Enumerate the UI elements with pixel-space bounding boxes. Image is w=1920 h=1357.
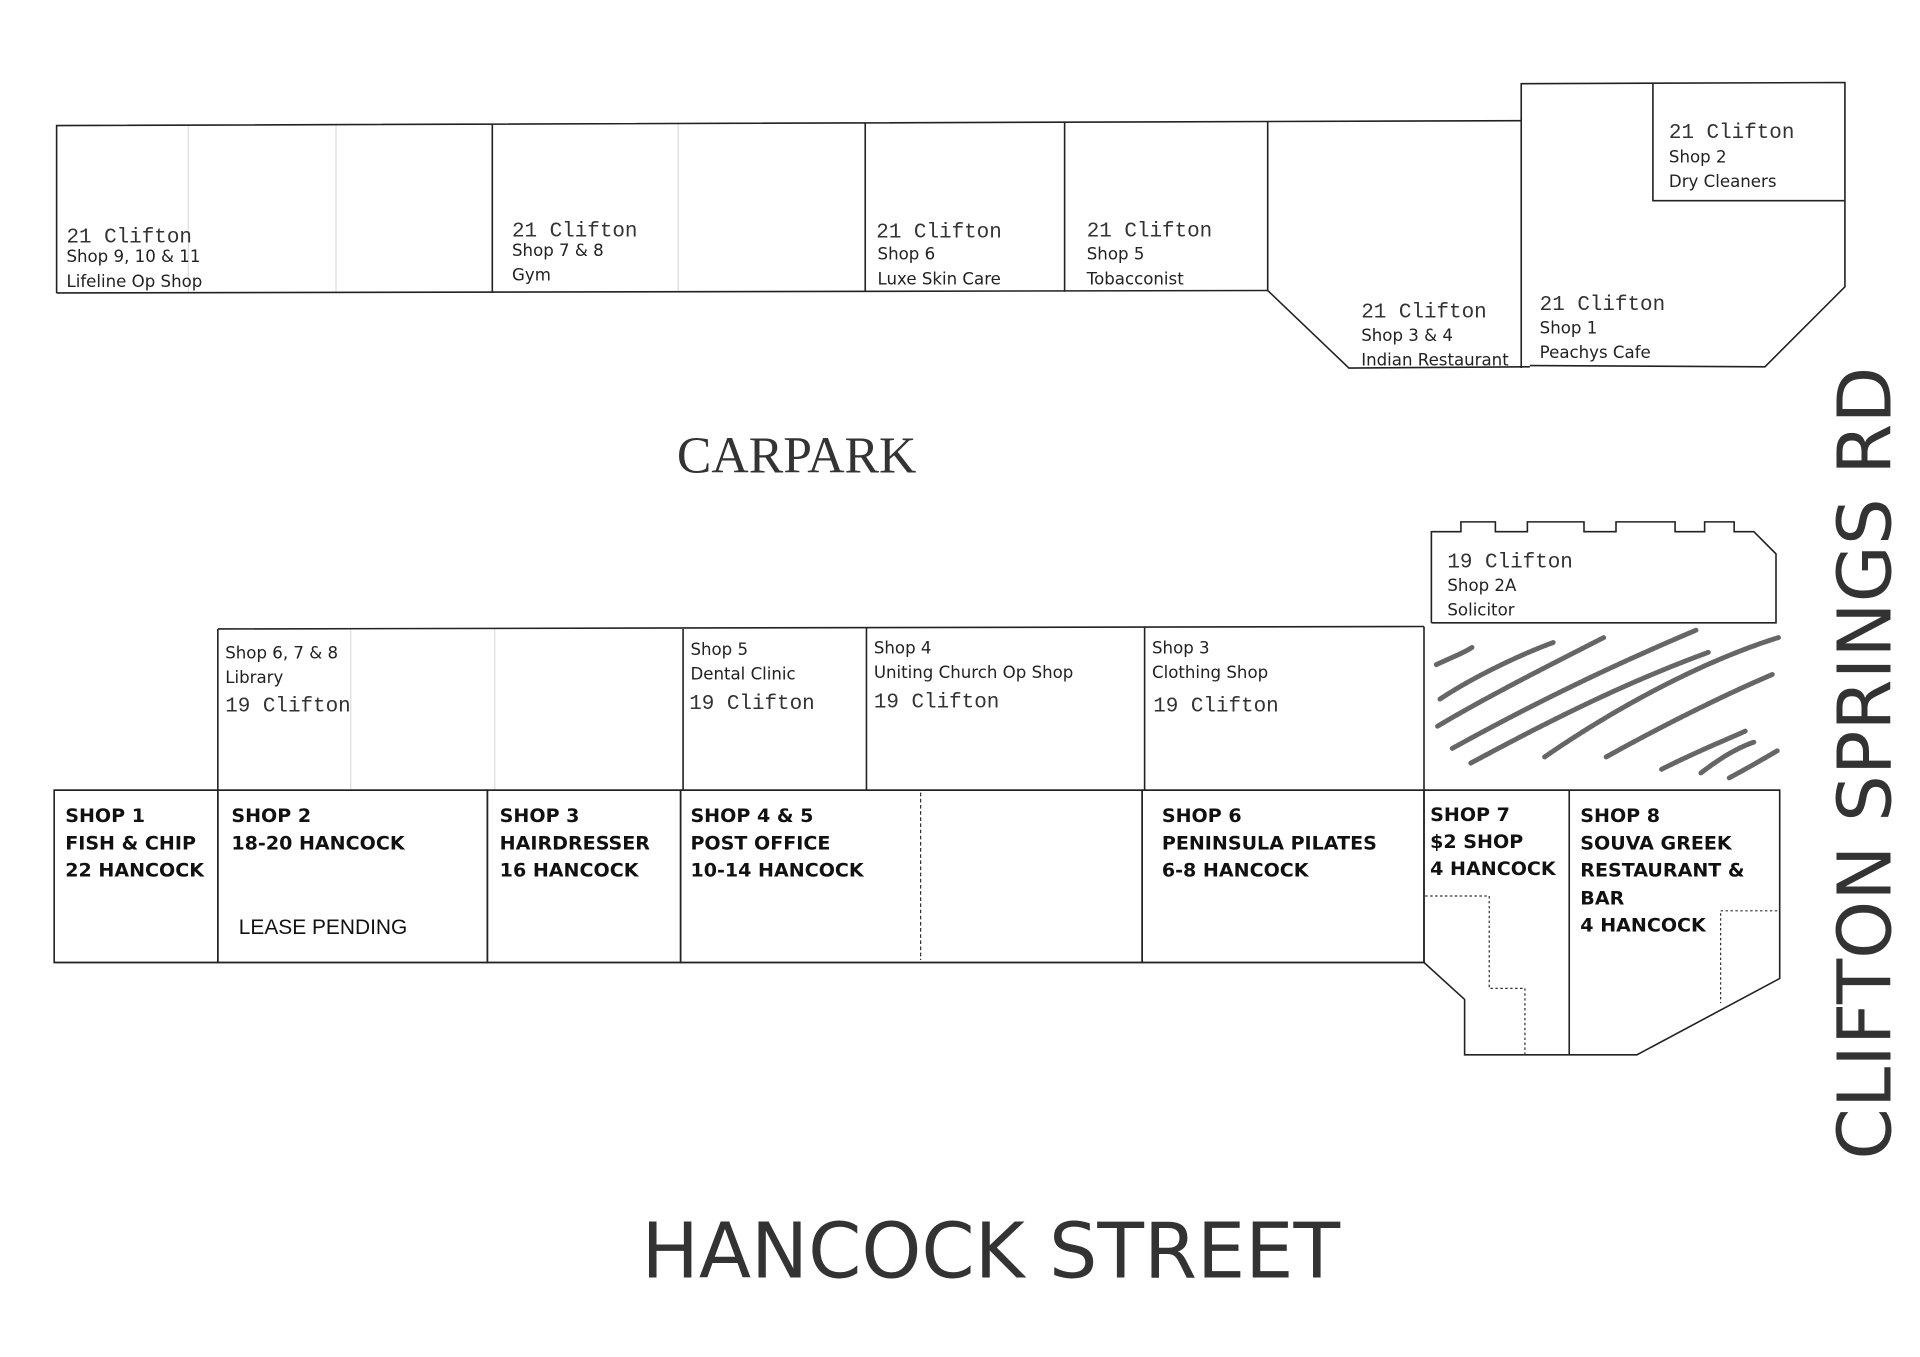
svg-text:SHOP 7: SHOP 7 bbox=[1430, 804, 1510, 826]
svg-text:SHOP 1: SHOP 1 bbox=[65, 805, 145, 827]
svg-text:Library: Library bbox=[225, 668, 283, 687]
shop-19-clifton-6-7-8: Shop 6, 7 & 8 Library 19 Clifton bbox=[225, 643, 350, 718]
hancock-shops bbox=[53, 789, 1781, 1056]
svg-text:Shop 6, 7 & 8: Shop 6, 7 & 8 bbox=[225, 643, 338, 662]
shop-21-clifton-5: 21 Clifton Shop 5 Tobacconist bbox=[1086, 220, 1212, 288]
shop-21-clifton-3-4: 21 Clifton Shop 3 & 4 Indian Restaurant bbox=[1361, 302, 1509, 370]
svg-text:Luxe Skin Care: Luxe Skin Care bbox=[878, 269, 1001, 288]
shop-21-clifton-9-10-11: 21 Clifton Shop 9, 10 & 11 Lifeline Op S… bbox=[66, 227, 202, 291]
svg-text:$2 SHOP: $2 SHOP bbox=[1430, 831, 1523, 853]
svg-text:Shop 7 & 8: Shop 7 & 8 bbox=[512, 241, 604, 260]
shop-8-souva-greek: SHOP 8 SOUVA GREEK RESTAURANT & BAR 4 HA… bbox=[1580, 805, 1744, 937]
svg-text:SHOP 3: SHOP 3 bbox=[500, 805, 580, 827]
svg-text:Gym: Gym bbox=[512, 266, 551, 285]
svg-text:4 HANCOCK: 4 HANCOCK bbox=[1580, 915, 1707, 937]
svg-text:Indian Restaurant: Indian Restaurant bbox=[1361, 351, 1509, 370]
svg-text:21 Clifton: 21 Clifton bbox=[1540, 294, 1665, 317]
svg-text:Shop 5: Shop 5 bbox=[690, 640, 748, 659]
svg-text:6-8 HANCOCK: 6-8 HANCOCK bbox=[1162, 859, 1310, 881]
svg-text:FISH & CHIP: FISH & CHIP bbox=[65, 832, 196, 854]
svg-text:19 Clifton: 19 Clifton bbox=[874, 692, 999, 715]
top-building-block bbox=[55, 81, 1846, 369]
svg-text:22 HANCOCK: 22 HANCOCK bbox=[65, 859, 205, 881]
svg-text:19 Clifton: 19 Clifton bbox=[225, 695, 350, 718]
svg-text:SOUVA GREEK: SOUVA GREEK bbox=[1580, 832, 1733, 854]
shop-21-clifton-7-8: 21 Clifton Shop 7 & 8 Gym bbox=[512, 220, 637, 284]
svg-text:Shop 6: Shop 6 bbox=[878, 245, 936, 264]
shop-19-clifton-5: Shop 5 Dental Clinic 19 Clifton bbox=[689, 640, 814, 716]
svg-text:PENINSULA PILATES: PENINSULA PILATES bbox=[1162, 832, 1377, 854]
middle-building-block bbox=[217, 625, 1425, 791]
svg-text:BAR: BAR bbox=[1580, 888, 1624, 910]
shop-21-clifton-6: 21 Clifton Shop 6 Luxe Skin Care bbox=[876, 222, 1001, 289]
shop-19-clifton-3: Shop 3 Clothing Shop 19 Clifton bbox=[1152, 639, 1279, 719]
svg-text:Shop 4: Shop 4 bbox=[874, 639, 932, 658]
svg-text:21 Clifton: 21 Clifton bbox=[512, 220, 637, 243]
svg-text:Dry Cleaners: Dry Cleaners bbox=[1669, 172, 1777, 191]
svg-text:10-14 HANCOCK: 10-14 HANCOCK bbox=[690, 859, 864, 881]
svg-text:HAIRDRESSER: HAIRDRESSER bbox=[500, 832, 651, 854]
shop-7-2-dollar-shop: SHOP 7 $2 SHOP 4 HANCOCK bbox=[1430, 804, 1557, 880]
hatched-area bbox=[1433, 627, 1781, 781]
svg-text:4 HANCOCK: 4 HANCOCK bbox=[1430, 858, 1557, 880]
shop-19-clifton-2a: 19 Clifton Shop 2A Solicitor bbox=[1430, 521, 1777, 624]
shop-6-peninsula-pilates: SHOP 6 PENINSULA PILATES 6-8 HANCOCK bbox=[1162, 805, 1377, 881]
shop-21-clifton-1: 21 Clifton Shop 1 Peachys Cafe bbox=[1540, 294, 1665, 362]
svg-text:SHOP 4 & 5: SHOP 4 & 5 bbox=[690, 805, 813, 827]
svg-text:21 Clifton: 21 Clifton bbox=[1087, 220, 1212, 243]
svg-text:RESTAURANT &: RESTAURANT & bbox=[1580, 859, 1744, 881]
svg-text:19 Clifton: 19 Clifton bbox=[1447, 551, 1572, 574]
svg-text:Solicitor: Solicitor bbox=[1447, 600, 1514, 619]
svg-text:21 Clifton: 21 Clifton bbox=[66, 227, 191, 250]
svg-text:SHOP 2: SHOP 2 bbox=[231, 805, 311, 827]
svg-text:SHOP 6: SHOP 6 bbox=[1162, 805, 1242, 827]
shop-2-lease-pending: SHOP 2 18-20 HANCOCK LEASE PENDING bbox=[231, 805, 407, 939]
svg-text:SHOP 8: SHOP 8 bbox=[1580, 805, 1660, 827]
svg-text:16 HANCOCK: 16 HANCOCK bbox=[500, 859, 640, 881]
svg-text:21 Clifton: 21 Clifton bbox=[1361, 302, 1486, 325]
svg-text:Peachys Cafe: Peachys Cafe bbox=[1540, 343, 1651, 362]
svg-text:Clothing Shop: Clothing Shop bbox=[1152, 663, 1268, 682]
shop-21-clifton-2: 21 Clifton Shop 2 Dry Cleaners bbox=[1669, 122, 1794, 191]
shop-3-hairdresser: SHOP 3 HAIRDRESSER 16 HANCOCK bbox=[500, 805, 651, 881]
svg-text:Shop 9, 10 & 11: Shop 9, 10 & 11 bbox=[66, 247, 200, 266]
lease-pending-note: LEASE PENDING bbox=[239, 916, 407, 939]
svg-text:Shop 3: Shop 3 bbox=[1152, 639, 1210, 658]
svg-text:Shop 2A: Shop 2A bbox=[1447, 576, 1517, 595]
svg-text:19 Clifton: 19 Clifton bbox=[1153, 695, 1278, 718]
svg-text:POST OFFICE: POST OFFICE bbox=[690, 832, 830, 854]
svg-text:Dental Clinic: Dental Clinic bbox=[690, 664, 795, 683]
clifton-springs-rd-label: CLIFTON SPRINGS RD bbox=[1822, 367, 1908, 1160]
svg-text:Lifeline Op Shop: Lifeline Op Shop bbox=[66, 272, 202, 291]
svg-text:Tobacconist: Tobacconist bbox=[1086, 269, 1184, 288]
svg-text:Shop 2: Shop 2 bbox=[1669, 148, 1727, 167]
carpark-label: CARPARK bbox=[677, 428, 916, 485]
svg-text:21 Clifton: 21 Clifton bbox=[1669, 122, 1794, 145]
hancock-street-label: HANCOCK STREET bbox=[641, 1207, 1340, 1296]
svg-text:Shop 3 & 4: Shop 3 & 4 bbox=[1361, 326, 1453, 345]
svg-text:Uniting Church Op Shop: Uniting Church Op Shop bbox=[874, 663, 1074, 682]
svg-text:21 Clifton: 21 Clifton bbox=[876, 222, 1001, 245]
shop-19-clifton-4: Shop 4 Uniting Church Op Shop 19 Clifton bbox=[874, 639, 1074, 715]
svg-text:18-20 HANCOCK: 18-20 HANCOCK bbox=[231, 832, 405, 854]
svg-text:19 Clifton: 19 Clifton bbox=[689, 693, 814, 716]
shop-4-5-post-office: SHOP 4 & 5 POST OFFICE 10-14 HANCOCK bbox=[690, 805, 864, 881]
shop-1-fish-and-chip: SHOP 1 FISH & CHIP 22 HANCOCK bbox=[65, 805, 205, 881]
svg-text:Shop 5: Shop 5 bbox=[1087, 245, 1145, 264]
svg-text:Shop 1: Shop 1 bbox=[1540, 319, 1598, 338]
